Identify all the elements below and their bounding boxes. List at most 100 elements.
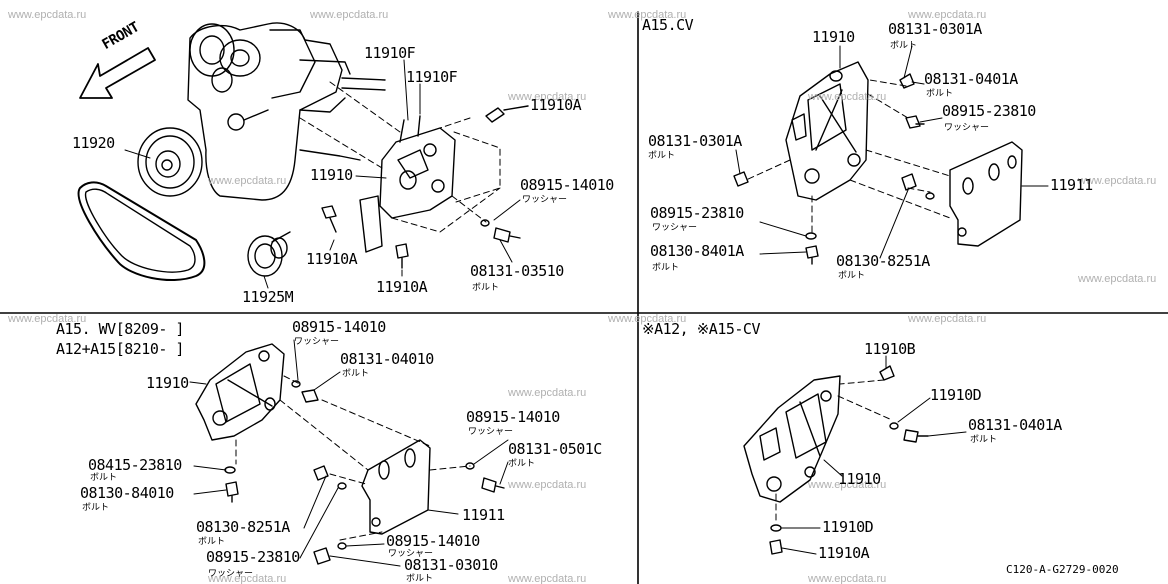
part-number-label: 11920: [72, 134, 115, 152]
bolt-11910A-top-drawing: [485, 105, 529, 123]
part-name-washer: ワッシャー: [522, 195, 568, 205]
variant-heading: A15. WV[8209- ]: [56, 320, 184, 338]
part-number-label: 08415-23810: [88, 456, 182, 474]
watermark: www.epcdata.ru: [508, 387, 587, 399]
part-name-bolt: ボルト: [648, 151, 676, 161]
part-number-label: 11911: [1050, 176, 1093, 194]
watermark: www.epcdata.ru: [508, 573, 587, 584]
part-number-label: 08131-03010: [404, 556, 498, 574]
engine-block-drawing: [187, 22, 386, 201]
part-number-label: 08131-0401A: [924, 70, 1018, 88]
leader-lines-top-left: [124, 59, 521, 289]
watermark: www.epcdata.ru: [1078, 273, 1157, 285]
watermark: www.epcdata.ru: [8, 313, 87, 325]
part-name-washer: ワッシャー: [468, 427, 514, 437]
bracket-11910-br-drawing: [743, 375, 841, 503]
bolt-11910A-bottom-drawing: [395, 243, 409, 269]
watermark: www.epcdata.ru: [208, 573, 287, 584]
bracket-11910-tr-drawing: [785, 61, 869, 201]
part-number-label: 11910F: [364, 44, 416, 62]
part-number-label: 08915-14010: [466, 408, 560, 426]
part-name-bolt: ボルト: [198, 537, 226, 547]
part-number-label: 11910F: [406, 68, 458, 86]
part-number-label: 08131-03510: [470, 262, 564, 280]
part-name-bolt: ボルト: [82, 503, 110, 513]
part-number-label: 08130-8251A: [836, 252, 930, 270]
part-number-label: 08131-0501C: [508, 440, 602, 458]
watermark: www.epcdata.ru: [808, 573, 887, 584]
front-arrow-icon: [79, 47, 156, 99]
plate-11911-bl-drawing: [361, 439, 431, 535]
bolts-tr-drawing: [733, 73, 935, 265]
watermark: www.epcdata.ru: [608, 313, 687, 325]
dashed-guide-lines-br: [775, 379, 893, 525]
part-number-label: 11910A: [376, 278, 428, 296]
bracket-11910-bl-drawing: [195, 343, 285, 441]
figure-code: C120-A-G2729-0020: [1006, 563, 1119, 576]
part-number-label: 08130-8251A: [196, 518, 290, 536]
bolts-bl-drawing: [224, 380, 505, 565]
part-number-label: 11911: [462, 506, 505, 524]
part-number-label: 11910A: [306, 250, 358, 268]
part-number-label: 11910: [812, 28, 855, 46]
watermark: www.epcdata.ru: [310, 9, 389, 21]
part-number-label: 11910: [838, 470, 881, 488]
part-number-label: 08915-23810: [942, 102, 1036, 120]
leader-lines-bottom-left: [189, 339, 509, 567]
part-name-bolt: ボルト: [90, 473, 118, 483]
part-name-bolt: ボルト: [926, 89, 954, 99]
variant-heading: A15.CV: [642, 16, 694, 34]
watermark: www.epcdata.ru: [508, 91, 587, 103]
bolt-11910A-left-drawing: [321, 205, 337, 233]
bracket-11910-drawing: [359, 115, 456, 253]
part-number-label: 08915-14010: [386, 532, 480, 550]
bolts-br-drawing: [769, 365, 929, 555]
watermark: www.epcdata.ru: [608, 9, 687, 21]
part-number-label: 11925M: [242, 288, 294, 306]
part-number-label: 11910: [146, 374, 189, 392]
part-number-label: 08131-0301A: [648, 132, 742, 150]
part-name-washer: ワッシャー: [208, 569, 254, 579]
part-name-bolt: ボルト: [970, 435, 998, 445]
drive-belt-drawing: [77, 181, 206, 282]
part-name-bolt: ボルト: [838, 271, 866, 281]
part-number-label: 08915-14010: [520, 176, 614, 194]
watermark: www.epcdata.ru: [508, 479, 587, 491]
leader-lines-bottom-right: [781, 355, 967, 555]
part-number-label: 08915-14010: [292, 318, 386, 336]
part-number-label: 11910D: [930, 386, 982, 404]
part-number-label: 08131-04010: [340, 350, 434, 368]
part-number-label: 08130-8401A: [650, 242, 744, 260]
dashed-guide-lines: [299, 81, 501, 233]
watermark: www.epcdata.ru: [8, 9, 87, 21]
part-name-bolt: ボルト: [342, 369, 370, 379]
part-number-label: 11910: [310, 166, 353, 184]
part-name-bolt: ボルト: [406, 574, 434, 584]
part-number-label: 08131-0401A: [968, 416, 1062, 434]
part-name-washer: ワッシャー: [652, 223, 698, 233]
dashed-guide-lines-bl: [235, 375, 471, 541]
variant-heading: A12+A15[8210- ]: [56, 340, 184, 358]
washer-bolt-08131-03510-drawing: [480, 219, 521, 243]
part-number-label: 08130-84010: [80, 484, 174, 502]
crank-pulley-drawing: [137, 127, 203, 197]
part-number-label: 11910B: [864, 340, 916, 358]
part-name-bolt: ボルト: [890, 41, 918, 51]
part-name-bolt: ボルト: [652, 263, 680, 273]
idler-pulley-drawing: [247, 231, 291, 277]
leader-lines-top-right: [735, 45, 1049, 259]
part-name-washer: ワッシャー: [944, 123, 990, 133]
part-name-bolt: ボルト: [472, 283, 500, 293]
watermark: www.epcdata.ru: [208, 175, 287, 187]
part-name-bolt: ボルト: [508, 459, 536, 469]
watermark: www.epcdata.ru: [1078, 175, 1157, 187]
part-number-label: 11910D: [822, 518, 874, 536]
part-name-washer: ワッシャー: [388, 549, 434, 559]
watermark: www.epcdata.ru: [808, 479, 887, 491]
dashed-guide-lines-tr: [745, 79, 951, 237]
watermark: www.epcdata.ru: [808, 91, 887, 103]
watermark: www.epcdata.ru: [908, 313, 987, 325]
watermark: www.epcdata.ru: [908, 9, 987, 21]
